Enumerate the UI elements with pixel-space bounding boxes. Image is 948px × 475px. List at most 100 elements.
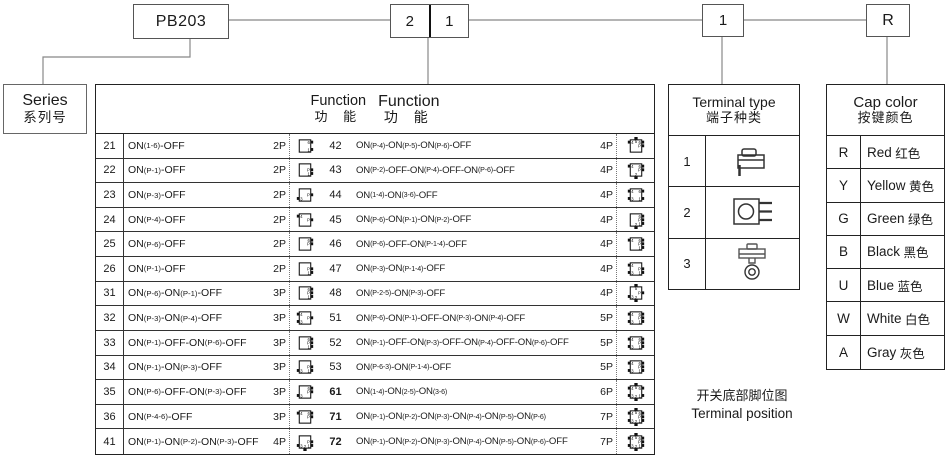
pole-count: 3P bbox=[273, 312, 286, 325]
svg-text:P: P bbox=[306, 340, 309, 345]
function-sequence: ON(P-1)-ON(P-2)-ON(P-3)-ON(P-4)-ON(P-5)-… bbox=[356, 411, 546, 423]
function-code-number: 22 bbox=[96, 158, 124, 183]
svg-text:1: 1 bbox=[638, 369, 641, 374]
function-sequence: ON(1-4)-ON(3-6)-OFF bbox=[356, 189, 438, 201]
pole-count: 4P bbox=[600, 189, 613, 202]
svg-text:P: P bbox=[637, 414, 640, 419]
pole-count: 4P bbox=[600, 213, 613, 226]
svg-text:1: 1 bbox=[638, 246, 641, 251]
cap-color-name: Black 黑色 bbox=[867, 244, 929, 261]
function-table-header: Function 功 能 Function 功 能 bbox=[96, 85, 654, 134]
svg-text:P: P bbox=[306, 365, 309, 370]
function-sequence: ON(P-1)-ON(P-2)-ON(P-3)-OFF bbox=[128, 435, 259, 448]
svg-text:4: 4 bbox=[631, 140, 634, 145]
svg-text:4: 4 bbox=[631, 238, 634, 243]
svg-text:6: 6 bbox=[307, 411, 310, 416]
svg-text:1: 1 bbox=[638, 320, 641, 325]
svg-text:3: 3 bbox=[631, 270, 634, 275]
svg-text:P: P bbox=[306, 267, 309, 272]
svg-text:3: 3 bbox=[631, 369, 634, 374]
svg-text:2: 2 bbox=[634, 394, 637, 399]
svg-text:2: 2 bbox=[634, 444, 637, 449]
svg-text:3: 3 bbox=[631, 320, 634, 325]
svg-text:1: 1 bbox=[307, 270, 310, 275]
ring-lug-terminal-icon bbox=[706, 239, 799, 289]
function-code-number: 48 bbox=[329, 287, 342, 300]
function-sequence: ON(P-1)-OFF bbox=[128, 262, 186, 275]
svg-text:4: 4 bbox=[631, 411, 634, 416]
svg-text:P: P bbox=[637, 439, 640, 444]
function-code-number: 32 bbox=[96, 306, 124, 330]
function-code-box: 2 1 bbox=[390, 4, 469, 38]
function-code-number: 51 bbox=[329, 312, 342, 325]
svg-text:6: 6 bbox=[638, 436, 641, 441]
pin-diagram-caption-zh: 开关底部脚位图 bbox=[696, 388, 788, 403]
svg-text:6: 6 bbox=[307, 288, 310, 293]
svg-text:P: P bbox=[306, 390, 309, 395]
svg-text:5: 5 bbox=[634, 287, 637, 292]
function-code-number: 25 bbox=[96, 232, 124, 257]
svg-text:4: 4 bbox=[631, 436, 634, 441]
function-sequence: ON(P-1)-OFF-ON(P-6)-OFF bbox=[128, 336, 247, 349]
function-code-number: 72 bbox=[329, 435, 342, 448]
series-code-box: PB203 bbox=[133, 4, 229, 39]
svg-text:6: 6 bbox=[638, 165, 641, 170]
pole-count: 4P bbox=[273, 435, 286, 448]
pin-diagram-caption-en: Terminal position bbox=[691, 406, 793, 421]
function-sequence: ON(P-4-6)-OFF bbox=[128, 410, 193, 423]
svg-text:1: 1 bbox=[638, 443, 641, 448]
function-code-number: 31 bbox=[96, 281, 124, 306]
pole-count: 7P bbox=[600, 435, 613, 448]
svg-text:5: 5 bbox=[634, 385, 637, 390]
series-label-en: Series bbox=[22, 92, 68, 110]
function-code-number: 23 bbox=[96, 183, 124, 207]
svg-text:P: P bbox=[637, 143, 640, 148]
pole-count: 3P bbox=[273, 410, 286, 423]
svg-text:P: P bbox=[637, 365, 640, 370]
svg-text:4: 4 bbox=[631, 165, 634, 170]
svg-text:P: P bbox=[637, 242, 640, 247]
svg-text:5: 5 bbox=[634, 435, 637, 440]
function-sequence: ON(P-6-3)-ON(P-1-4)-OFF bbox=[356, 361, 452, 373]
cap-color-letter: A bbox=[827, 335, 861, 369]
svg-text:3: 3 bbox=[631, 295, 634, 300]
function-sequence: ON(P-3)-ON(P-1-4)-OFF bbox=[356, 263, 446, 275]
svg-text:6: 6 bbox=[638, 411, 641, 416]
terminal-type-row: 1 bbox=[669, 136, 799, 188]
svg-text:6: 6 bbox=[307, 386, 310, 391]
pole-count: 2P bbox=[273, 139, 286, 152]
svg-text:6: 6 bbox=[638, 238, 641, 243]
svg-text:P: P bbox=[637, 291, 640, 296]
function-code-number: 45 bbox=[329, 213, 342, 226]
svg-text:1: 1 bbox=[638, 197, 641, 202]
svg-text:P: P bbox=[306, 168, 309, 173]
function-code-number: 47 bbox=[329, 262, 342, 275]
svg-text:P: P bbox=[306, 414, 309, 419]
terminal-code: 1 bbox=[718, 12, 728, 29]
function-sequence: ON(1-4)-ON(2-5)-ON(3-6) bbox=[356, 386, 448, 398]
function-code-digit: 2 bbox=[405, 12, 414, 30]
pole-count: 3P bbox=[273, 336, 286, 349]
function-sequence: ON(P-6)-OFF-ON(P-1-4)-OFF bbox=[356, 238, 467, 250]
pole-count: 2P bbox=[273, 262, 286, 275]
function-sequence: ON(P-6)-ON(P-1)-OFF-ON(P-3)-ON(P-4)-OFF bbox=[356, 312, 526, 324]
svg-text:6: 6 bbox=[307, 337, 310, 342]
function-sequence: ON(1-6)-OFF bbox=[128, 139, 185, 152]
svg-text:4: 4 bbox=[631, 189, 634, 194]
